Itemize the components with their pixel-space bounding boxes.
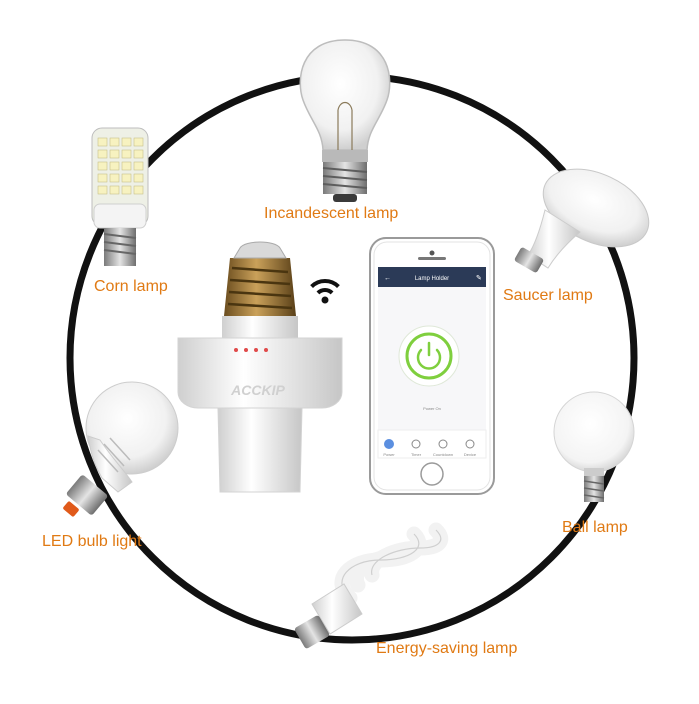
ball-lamp (553, 391, 635, 502)
label-saucer-lamp: Saucer lamp (503, 287, 593, 304)
app-title: Lamp Holder (415, 276, 449, 282)
app-header (378, 267, 486, 287)
home-button (420, 462, 444, 486)
smartphone: Lamp Holder ← ✎ Power On Power Timer Cou… (369, 237, 495, 495)
nav-label: Countdown (433, 452, 453, 457)
edit-icon: ✎ (476, 275, 482, 282)
nav-label: Device (464, 452, 477, 457)
wifi-icon (310, 279, 340, 304)
nav-label: Timer (411, 452, 422, 457)
saucer-lamp (514, 168, 650, 273)
smart-lamp-holder: ACCKIP (177, 241, 343, 493)
led-bulb (63, 381, 179, 517)
label-ball-lamp: Ball lamp (562, 519, 628, 536)
nav-power-icon (384, 439, 394, 449)
label-corn-lamp: Corn lamp (94, 278, 168, 295)
label-led-bulb-light: LED bulb light (42, 533, 142, 550)
power-status: Power On (423, 406, 441, 411)
nav-label: Power (383, 452, 395, 457)
label-energy-saving-lamp: Energy-saving lamp (376, 640, 518, 657)
incandescent-bulb (299, 39, 391, 202)
label-incandescent-lamp: Incandescent lamp (264, 205, 399, 222)
nav-timer-icon (411, 439, 421, 449)
nav-countdown-icon (438, 439, 448, 449)
holder-brand: ACCKIP (230, 382, 285, 398)
corn-lamp (91, 127, 149, 266)
power-icon (416, 341, 442, 370)
back-arrow-icon: ← (384, 275, 391, 282)
nav-device-icon (465, 439, 475, 449)
energy-saving-lamp (294, 522, 449, 649)
